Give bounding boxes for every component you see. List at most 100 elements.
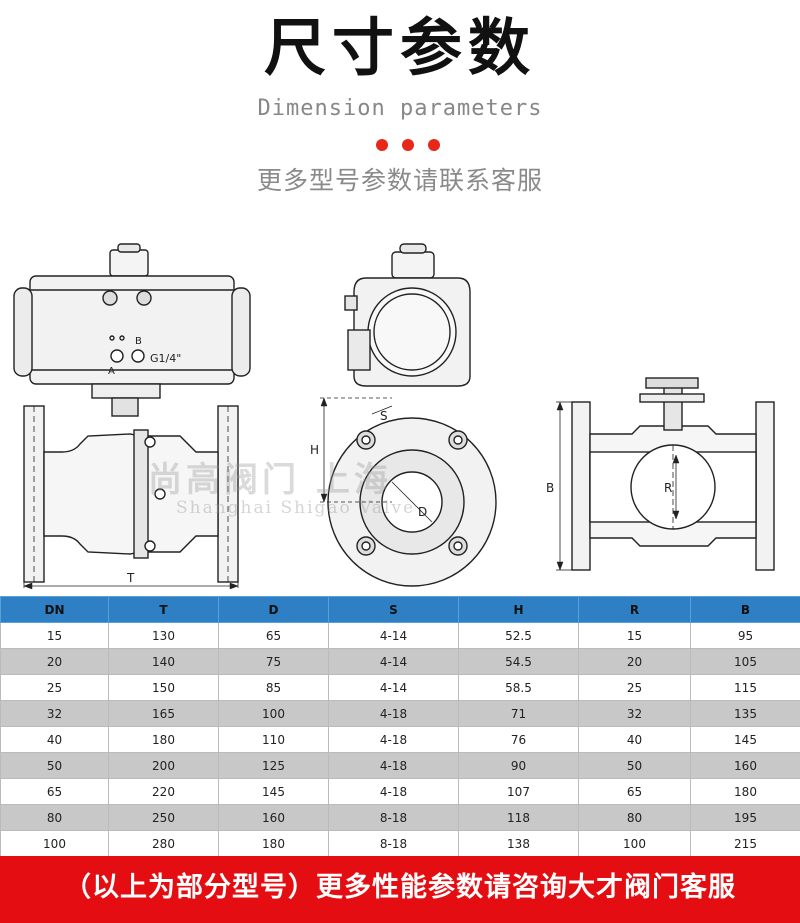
table-cell: 100 [0, 830, 109, 857]
decorative-dots [376, 139, 446, 151]
table-cell: 20 [578, 648, 691, 675]
footer-banner: （以上为部分型号）更多性能参数请咨询大才阀门客服 [0, 856, 800, 923]
table-cell: 180 [690, 778, 800, 805]
table-cell: 160 [218, 804, 329, 831]
page-title: 尺寸参数 [263, 11, 536, 84]
table-cell: 65 [0, 778, 109, 805]
table-cell: 280 [108, 830, 219, 857]
table-row: 15 130 65 4-14 52.5 15 95 [0, 622, 800, 649]
table-cell: 107 [458, 778, 579, 805]
table-cell: 80 [578, 804, 691, 831]
table-cell: 50 [578, 752, 691, 779]
table-cell: 215 [690, 830, 800, 857]
column-header-d: D [218, 596, 329, 623]
table-cell: 15 [0, 622, 109, 649]
column-header-s: S [328, 596, 459, 623]
dim-label-t: T [126, 571, 135, 585]
table-cell: 40 [0, 726, 109, 753]
table-cell: 65 [218, 622, 329, 649]
table-cell: 90 [458, 752, 579, 779]
watermark-cn: 尚高阀门 上海 [148, 460, 392, 500]
table-cell: 4-14 [328, 622, 459, 649]
table-cell: 195 [690, 804, 800, 831]
table-header-row: DN T D S H R B [0, 596, 800, 623]
dot-icon [428, 139, 440, 151]
table-cell: 85 [218, 674, 329, 701]
table-row: 32 165 100 4-18 71 32 135 [0, 700, 800, 727]
table-cell: 4-18 [328, 726, 459, 753]
table-cell: 25 [578, 674, 691, 701]
table-cell: 110 [218, 726, 329, 753]
page-subtitle-en: Dimension parameters [257, 96, 543, 121]
dim-label-d: D [418, 505, 427, 519]
table-cell: 4-14 [328, 674, 459, 701]
table-cell: 145 [690, 726, 800, 753]
dim-label-h: H [310, 443, 319, 457]
column-header-dn: DN [0, 596, 109, 623]
table-cell: 125 [218, 752, 329, 779]
column-header-r: R [578, 596, 691, 623]
table-cell: 58.5 [458, 674, 579, 701]
table-cell: 15 [578, 622, 691, 649]
watermark-en: Shanghai Shigao Valve [176, 498, 416, 518]
valve-technical-drawing: T H S D B R A B G1/4" [13, 243, 775, 590]
table-row: 40 180 110 4-18 76 40 145 [0, 726, 800, 753]
front-view [13, 243, 251, 590]
table-cell: 150 [108, 674, 219, 701]
table-cell: 118 [458, 804, 579, 831]
table-cell: 8-18 [328, 830, 459, 857]
table-cell: 4-18 [328, 752, 459, 779]
dim-label-s: S [380, 409, 388, 423]
dot-icon [376, 139, 388, 151]
table-cell: 71 [458, 700, 579, 727]
column-header-t: T [108, 596, 219, 623]
table-cell: 160 [690, 752, 800, 779]
port-label-b: B [135, 336, 142, 347]
column-header-b: B [690, 596, 800, 623]
table-cell: 165 [108, 700, 219, 727]
dim-label-b: B [546, 481, 554, 495]
table-cell: 50 [0, 752, 109, 779]
table-row: 25 150 85 4-14 58.5 25 115 [0, 674, 800, 701]
table-cell: 200 [108, 752, 219, 779]
table-cell: 135 [690, 700, 800, 727]
table-cell: 250 [108, 804, 219, 831]
table-cell: 80 [0, 804, 109, 831]
table-cell: 32 [0, 700, 109, 727]
table-cell: 40 [578, 726, 691, 753]
table-cell: 145 [218, 778, 329, 805]
table-cell: 115 [690, 674, 800, 701]
table-cell: 220 [108, 778, 219, 805]
table-cell: 52.5 [458, 622, 579, 649]
thread-label: G1/4" [150, 352, 181, 365]
table-cell: 75 [218, 648, 329, 675]
dimension-table: DN T D S H R B 15 130 65 4-14 52.5 15 95… [0, 596, 800, 857]
table-row: 50 200 125 4-18 90 50 160 [0, 752, 800, 779]
port-label-a: A [108, 366, 115, 377]
table-cell: 100 [218, 700, 329, 727]
table-cell: 180 [218, 830, 329, 857]
table-cell: 130 [108, 622, 219, 649]
table-cell: 76 [458, 726, 579, 753]
table-cell: 20 [0, 648, 109, 675]
table-row: 65 220 145 4-18 107 65 180 [0, 778, 800, 805]
section-view [556, 377, 775, 571]
table-cell: 54.5 [458, 648, 579, 675]
column-header-h: H [458, 596, 579, 623]
table-cell: 180 [108, 726, 219, 753]
table-cell: 4-14 [328, 648, 459, 675]
dim-label-r: R [664, 481, 672, 495]
contact-note: 更多型号参数请联系客服 [256, 166, 543, 195]
table-cell: 25 [0, 674, 109, 701]
table-cell: 4-18 [328, 700, 459, 727]
table-cell: 138 [458, 830, 579, 857]
table-row: 100 280 180 8-18 138 100 215 [0, 830, 800, 857]
table-cell: 105 [690, 648, 800, 675]
table-row: 20 140 75 4-14 54.5 20 105 [0, 648, 800, 675]
table-row: 80 250 160 8-18 118 80 195 [0, 804, 800, 831]
table-cell: 100 [578, 830, 691, 857]
table-cell: 32 [578, 700, 691, 727]
table-cell: 65 [578, 778, 691, 805]
table-cell: 8-18 [328, 804, 459, 831]
table-cell: 95 [690, 622, 800, 649]
